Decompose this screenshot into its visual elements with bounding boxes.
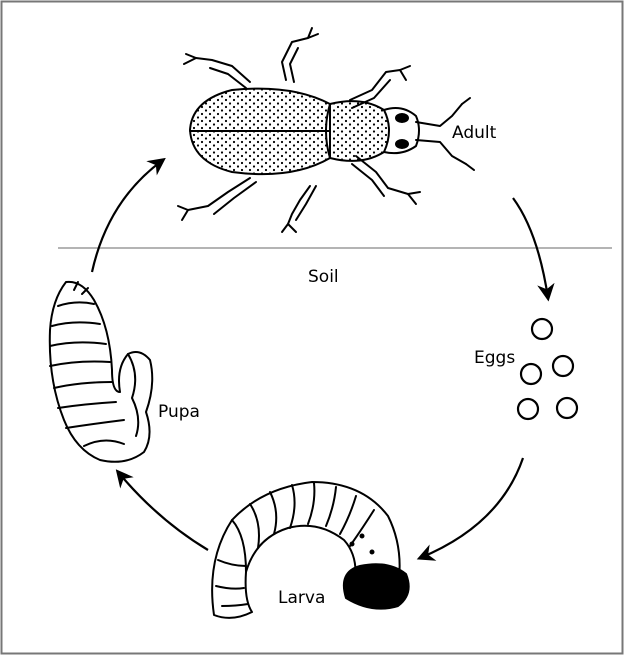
label-larva: Larva	[278, 588, 325, 608]
label-pupa: Pupa	[158, 402, 200, 422]
label-eggs: Eggs	[474, 348, 515, 368]
label-soil: Soil	[308, 267, 339, 287]
label-adult: Adult	[452, 123, 497, 143]
